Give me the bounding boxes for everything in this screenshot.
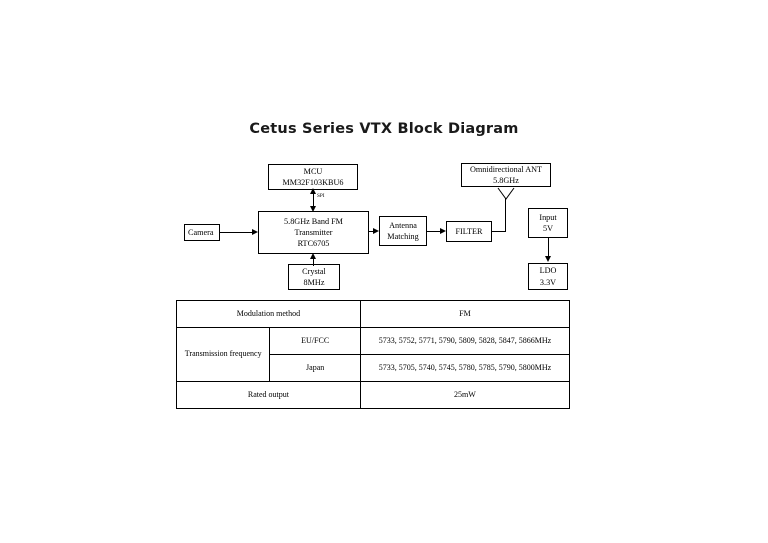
cell-transmission-frequency-label: Transmission frequency <box>175 327 271 382</box>
cell-region-eu-fcc-label: EU/FCC <box>269 327 361 355</box>
block-filter-label: FILTER <box>455 226 483 236</box>
cell-rated-output-label: Rated output <box>176 381 361 409</box>
block-antenna-matching: Antenna Matching <box>379 216 427 246</box>
cell-frequency-japan-value: 5733, 5705, 5740, 5745, 5780, 5785, 5790… <box>359 354 571 382</box>
connector-crystal-to-transmitter <box>313 258 314 266</box>
block-antenna-line2: 5.8GHz <box>493 176 519 185</box>
block-camera: Camera <box>184 224 220 241</box>
block-mcu: MCU MM32F103KBU6 <box>268 164 358 190</box>
connector-transmitter-to-matching <box>369 231 373 232</box>
block-mcu-line1: MCU <box>303 166 323 176</box>
block-input-power-line2: 5V <box>542 224 553 233</box>
block-antenna-matching-line1: Antenna <box>389 220 417 230</box>
block-input-power-line1: Input <box>539 212 557 222</box>
block-ldo-line2: 3.3V <box>539 277 557 287</box>
cell-region-japan-label: Japan <box>269 354 361 382</box>
arrowhead-camera-to-transmitter <box>252 229 258 235</box>
block-filter: FILTER <box>446 221 492 242</box>
connector-filter-to-antenna-vertical <box>505 198 506 232</box>
arrowhead-transmitter-to-matching <box>373 228 379 234</box>
antenna-symbol-icon <box>497 187 515 200</box>
arrowhead-spi-up <box>310 188 316 194</box>
specification-table: Modulation method FM Transmission freque… <box>175 300 571 409</box>
arrowhead-input-to-ldo <box>545 256 551 262</box>
arrowhead-spi-down <box>310 206 316 212</box>
block-antenna: Omnidirectional ANT 5.8GHz <box>461 163 551 187</box>
connector-filter-to-antenna-horizontal <box>492 231 506 232</box>
block-ldo: LDO 3.3V <box>528 263 568 290</box>
block-camera-label: Camera <box>188 227 214 237</box>
block-transmitter-line2: Transmitter <box>294 227 333 237</box>
block-ldo-line1: LDO <box>539 266 557 276</box>
block-input-power: Input 5V <box>528 208 568 238</box>
table-row: Transmission frequency EU/FCC 5733, 5752… <box>175 327 571 382</box>
connector-mcu-transmitter-spi <box>313 193 314 209</box>
connector-matching-to-filter <box>427 231 440 232</box>
cell-rated-output-value: 25mW <box>359 381 571 409</box>
block-antenna-line1: Omnidirectional ANT <box>469 164 543 174</box>
cell-modulation-method-value: FM <box>359 300 571 328</box>
cell-frequency-eu-fcc-value: 5733, 5752, 5771, 5790, 5809, 5828, 5847… <box>359 327 571 355</box>
table-row: Japan 5733, 5705, 5740, 5745, 5780, 5785… <box>177 354 571 382</box>
block-transmitter-line1: 5.8GHz Band FM <box>284 216 343 226</box>
arrowhead-crystal-to-transmitter <box>310 253 316 259</box>
block-antenna-matching-line2: Matching <box>387 232 419 241</box>
page-title: Cetus Series VTX Block Diagram <box>249 121 519 137</box>
arrowhead-matching-to-filter <box>440 228 446 234</box>
table-row: Modulation method FM <box>176 300 571 328</box>
block-transmitter-line3: RTC6705 <box>297 239 330 249</box>
block-crystal-line2: 8MHz <box>303 278 325 287</box>
block-crystal: Crystal 8MHz <box>288 264 340 290</box>
block-mcu-line2: MM32F103KBU6 <box>282 178 344 187</box>
connector-camera-to-transmitter <box>220 232 252 233</box>
table-row: Rated output 25mW <box>176 381 571 409</box>
connector-input-to-ldo <box>548 238 549 256</box>
cell-modulation-method-label: Modulation method <box>176 300 361 328</box>
block-transmitter: 5.8GHz Band FM Transmitter RTC6705 <box>258 211 369 254</box>
block-crystal-line1: Crystal <box>302 266 326 276</box>
spi-label: SPI <box>317 193 325 199</box>
